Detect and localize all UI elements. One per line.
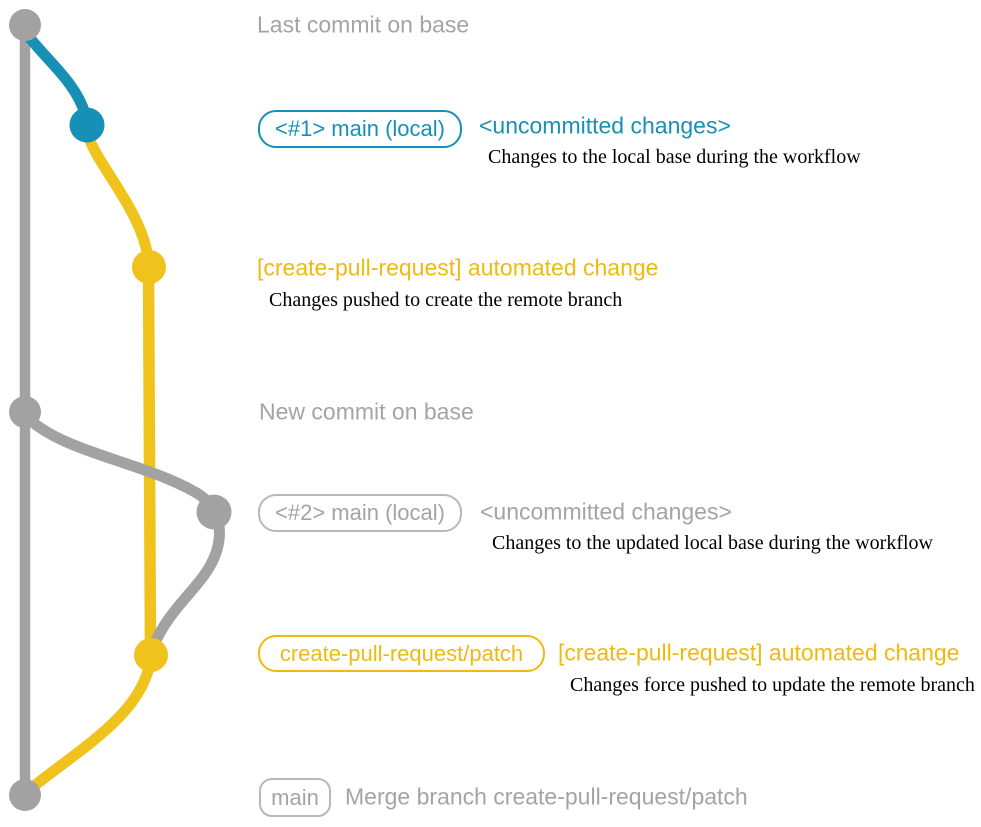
- note-updated-local-base-changes: Changes to the updated local base during…: [492, 532, 933, 554]
- branch-label-main-local-2-text: <#2> main (local): [275, 500, 445, 525]
- message-last-commit-on-base: Last commit on base: [257, 11, 470, 38]
- commit-patch-2-dot: [134, 638, 168, 672]
- local-branch-link-1: [20, 27, 91, 120]
- branch-label-patch-text: create-pull-request/patch: [279, 640, 524, 666]
- message-automated-change-1: [create-pull-request] automated change: [257, 254, 659, 281]
- branch-label-main-local-2: <#2> main (local): [258, 494, 462, 532]
- branch-label-main-local-1-text: <#1> main (local): [275, 116, 445, 141]
- patch-branch-line: [142, 261, 157, 661]
- commit-local-2-dot: [196, 494, 232, 530]
- commit-patch-1-dot: [132, 250, 166, 284]
- message-new-commit-on-base: New commit on base: [259, 398, 474, 425]
- git-graph: [9, 9, 232, 811]
- message-uncommitted-changes-2: <uncommitted changes>: [480, 498, 732, 525]
- commit-last-base-dot: [9, 9, 41, 41]
- commit-new-base-dot: [9, 396, 41, 428]
- patch-branch-link: [83, 132, 153, 258]
- message-automated-change-2: [create-pull-request] automated change: [558, 639, 960, 666]
- branch-label-main: main: [259, 778, 331, 817]
- commit-merge-dot: [9, 779, 41, 811]
- note-changes-pushed: Changes pushed to create the remote bran…: [269, 289, 623, 311]
- message-uncommitted-changes-1: <uncommitted changes>: [479, 112, 731, 139]
- commit-local-1-dot: [69, 107, 105, 143]
- merge-link: [22, 654, 156, 797]
- updated-local-branch-link: [21, 411, 225, 656]
- note-changes-force-pushed: Changes force pushed to update the remot…: [570, 674, 975, 696]
- branch-label-main-text: main: [271, 784, 319, 810]
- branch-label-main-local-1: <#1> main (local): [258, 110, 462, 148]
- note-local-base-changes: Changes to the local base during the wor…: [488, 146, 861, 168]
- message-merge-branch: Merge branch create-pull-request/patch: [345, 783, 748, 810]
- branch-label-patch: create-pull-request/patch: [258, 635, 545, 672]
